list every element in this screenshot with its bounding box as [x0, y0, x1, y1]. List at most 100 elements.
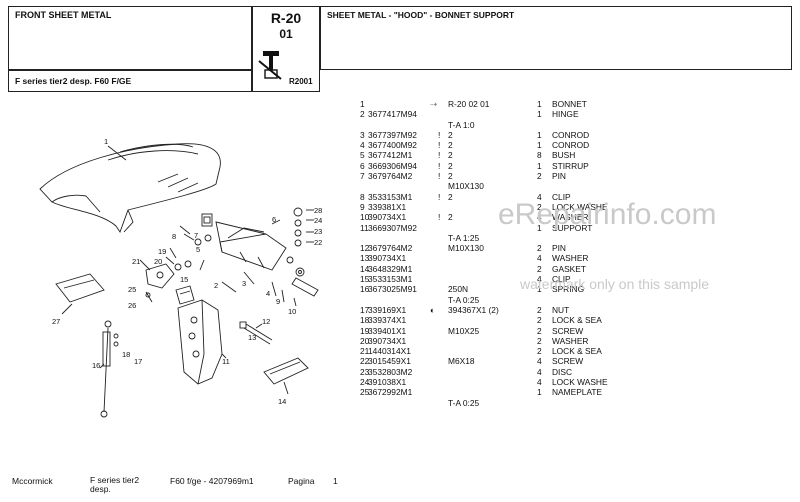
part-index: 16 [360, 284, 370, 295]
callout-20: 20 [154, 257, 162, 266]
group-code: R-20 [270, 10, 302, 26]
part-number: 3533153M1 [368, 191, 413, 202]
part-qty: 2 [537, 201, 542, 212]
part-index: 24 [360, 377, 370, 388]
part-qty: 4 [537, 253, 542, 264]
part-number: 3648329M1 [368, 263, 413, 274]
part-flag: ! [438, 212, 441, 223]
callout-10: 10 [288, 307, 296, 316]
part-number: 339381X1 [368, 201, 407, 212]
part-qty: 2 [537, 304, 542, 315]
part-qty: 4 [537, 191, 542, 202]
part-spec: M10X130 [448, 181, 484, 192]
callout-5: 5 [196, 245, 200, 254]
part-spec: 2 [448, 129, 453, 140]
part-index: 23 [360, 366, 370, 377]
footer-series: F series tier2 desp. [90, 475, 140, 494]
callout-26: 26 [128, 301, 136, 310]
part-description: SCREW [552, 356, 584, 367]
part-spec: M10X25 [448, 325, 480, 336]
part-number: 339169X1 [368, 304, 407, 315]
part-index: 15 [360, 274, 370, 285]
part-spec: T-A 0:25 [448, 397, 480, 408]
callout-6: 6 [272, 215, 276, 224]
part-description: SCREW [552, 325, 584, 336]
part-number: 3015459X1 [368, 356, 411, 367]
part-spec: 2 [448, 140, 453, 151]
part-flag: ! [438, 191, 441, 202]
part-description: NAMEPLATE [552, 387, 603, 398]
footer-page-label: Pagina [288, 476, 315, 486]
watermark-main: eRepairinfo.com [498, 198, 717, 231]
part-description: CONROD [552, 129, 590, 140]
section-header: FRONT SHEET METAL [8, 6, 252, 70]
part-description: PIN [552, 243, 566, 254]
part-qty: 4 [537, 274, 542, 285]
callout-4: 4 [266, 289, 270, 298]
part-index: 5 [360, 150, 365, 161]
part-number: 3677412M1 [368, 150, 413, 161]
part-qty: 2 [537, 315, 542, 326]
watermark-sub: watermark only on this sample [520, 276, 710, 292]
callout-16: 16 [92, 361, 100, 370]
part-spec: 250N [448, 284, 469, 295]
part-flag: ! [438, 140, 441, 151]
part-qty: 1 [537, 140, 542, 151]
footer-brand: Mccormick [12, 476, 53, 486]
part-spec: M6X18 [448, 356, 475, 367]
part-index: 12 [360, 243, 370, 254]
part-description: LOCK WASHE [552, 377, 608, 388]
part-spec: R-20 02 01 [448, 99, 490, 109]
part-number: 3679764M2 [368, 243, 413, 254]
part-flag: ! [438, 150, 441, 161]
part-qty: 4 [537, 356, 542, 367]
part-description: GASKET [552, 263, 586, 274]
footer: Mccormick F series tier2 desp. F60 f/ge … [0, 476, 800, 498]
part-index: 10 [360, 212, 370, 223]
part-qty: 1 [537, 109, 542, 120]
part-qty: 2 [537, 346, 542, 357]
part-flag: ! [438, 160, 441, 171]
part-qty: 2 [537, 335, 542, 346]
part-flag: ! [438, 171, 441, 182]
part-number: 3533153M1 [368, 274, 413, 285]
part-qty: 2 [537, 263, 542, 274]
series-header: F series tier2 desp. F60 F/GE [8, 70, 252, 92]
part-description: NUT [552, 304, 570, 315]
callout-9: 9 [276, 297, 280, 306]
part-qty: 2 [537, 325, 542, 336]
part-description: DISC [552, 366, 573, 377]
part-description: WASHER [552, 212, 589, 223]
callout-23: 23 [314, 227, 322, 236]
footer-page-number: 1 [333, 476, 338, 486]
part-flag: ! [438, 129, 441, 140]
part-description: STIRRUP [552, 160, 589, 171]
part-number: 390734X1 [368, 212, 407, 223]
part-qty: 8 [537, 150, 542, 161]
callout-1: 1 [104, 137, 108, 146]
callout-2: 2 [214, 281, 218, 290]
part-qty: 1 [537, 129, 542, 140]
part-number: 3677417M94 [368, 109, 417, 120]
series-label: F series tier2 desp. F60 F/GE [15, 76, 132, 86]
part-number: 3673025M91 [368, 284, 417, 295]
callout-22: 22 [314, 238, 322, 247]
part-index: 3 [360, 129, 365, 140]
part-index: 25 [360, 387, 370, 398]
reference-arrow-icon: ⇢ [430, 99, 438, 109]
part-description: LOCK & SEA [552, 346, 602, 357]
part-qty: 1 [537, 387, 542, 398]
callout-25: 25 [128, 285, 136, 294]
part-index: 19 [360, 325, 370, 336]
callout-18: 18 [122, 350, 130, 359]
page-title-box: SHEET METAL - "HOOD" - BONNET SUPPORT [320, 6, 792, 70]
part-qty: 2 [537, 243, 542, 254]
callout-17: 17 [134, 357, 142, 366]
part-number: 339401X1 [368, 325, 407, 336]
part-index: 9 [360, 201, 365, 212]
part-description: HINGE [552, 109, 579, 120]
part-number: 390734X1 [368, 335, 407, 346]
part-index: 6 [360, 160, 365, 171]
part-description: BONNET [552, 99, 587, 109]
part-description: CLIP [552, 191, 571, 202]
